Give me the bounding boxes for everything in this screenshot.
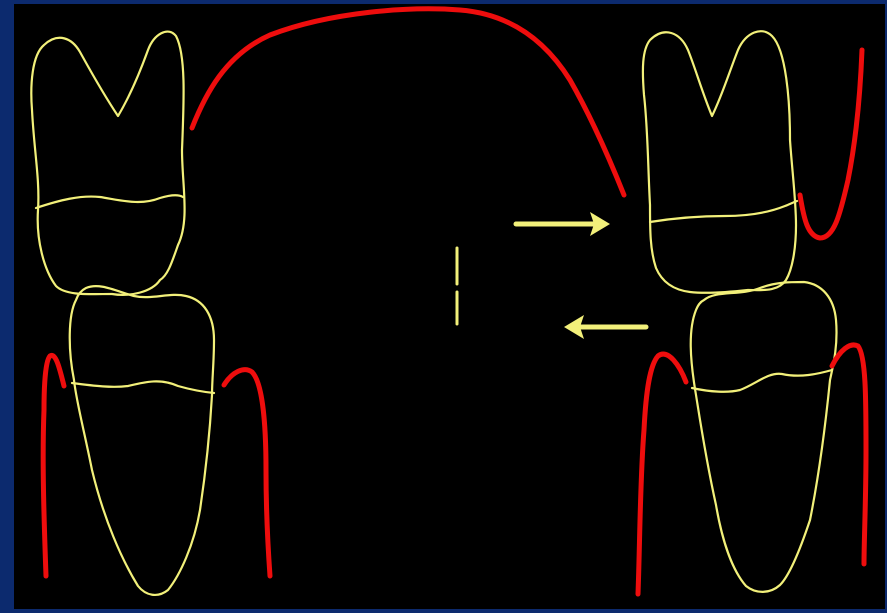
arrow-left-icon — [564, 315, 646, 339]
right-upper-tooth — [643, 31, 797, 293]
right-lower-gingiva-inner — [832, 345, 866, 564]
arrow-right-icon — [516, 212, 610, 236]
left-lower-gingiva-outer — [43, 355, 64, 576]
right-lower-tooth — [691, 282, 837, 592]
left-upper-tooth — [31, 32, 184, 295]
right-lower-tooth-cej — [692, 370, 832, 392]
left-lower-tooth-outline — [70, 286, 214, 595]
left-lower-tooth — [70, 286, 214, 595]
right-lower-gingiva-outer — [638, 354, 686, 594]
right-upper-gingiva-curve — [800, 50, 862, 238]
left-lower-gingiva-inner — [224, 370, 270, 576]
left-upper-gingiva-arc — [192, 9, 624, 195]
right-lower-tooth-outline — [691, 282, 837, 592]
right-upper-tooth-cej — [650, 201, 797, 222]
right-upper-tooth-outline — [643, 31, 796, 293]
left-lower-tooth-cej — [72, 381, 214, 393]
left-upper-tooth-cej — [36, 195, 183, 208]
gingiva-lines — [43, 9, 866, 594]
left-upper-tooth-outline — [31, 32, 184, 295]
